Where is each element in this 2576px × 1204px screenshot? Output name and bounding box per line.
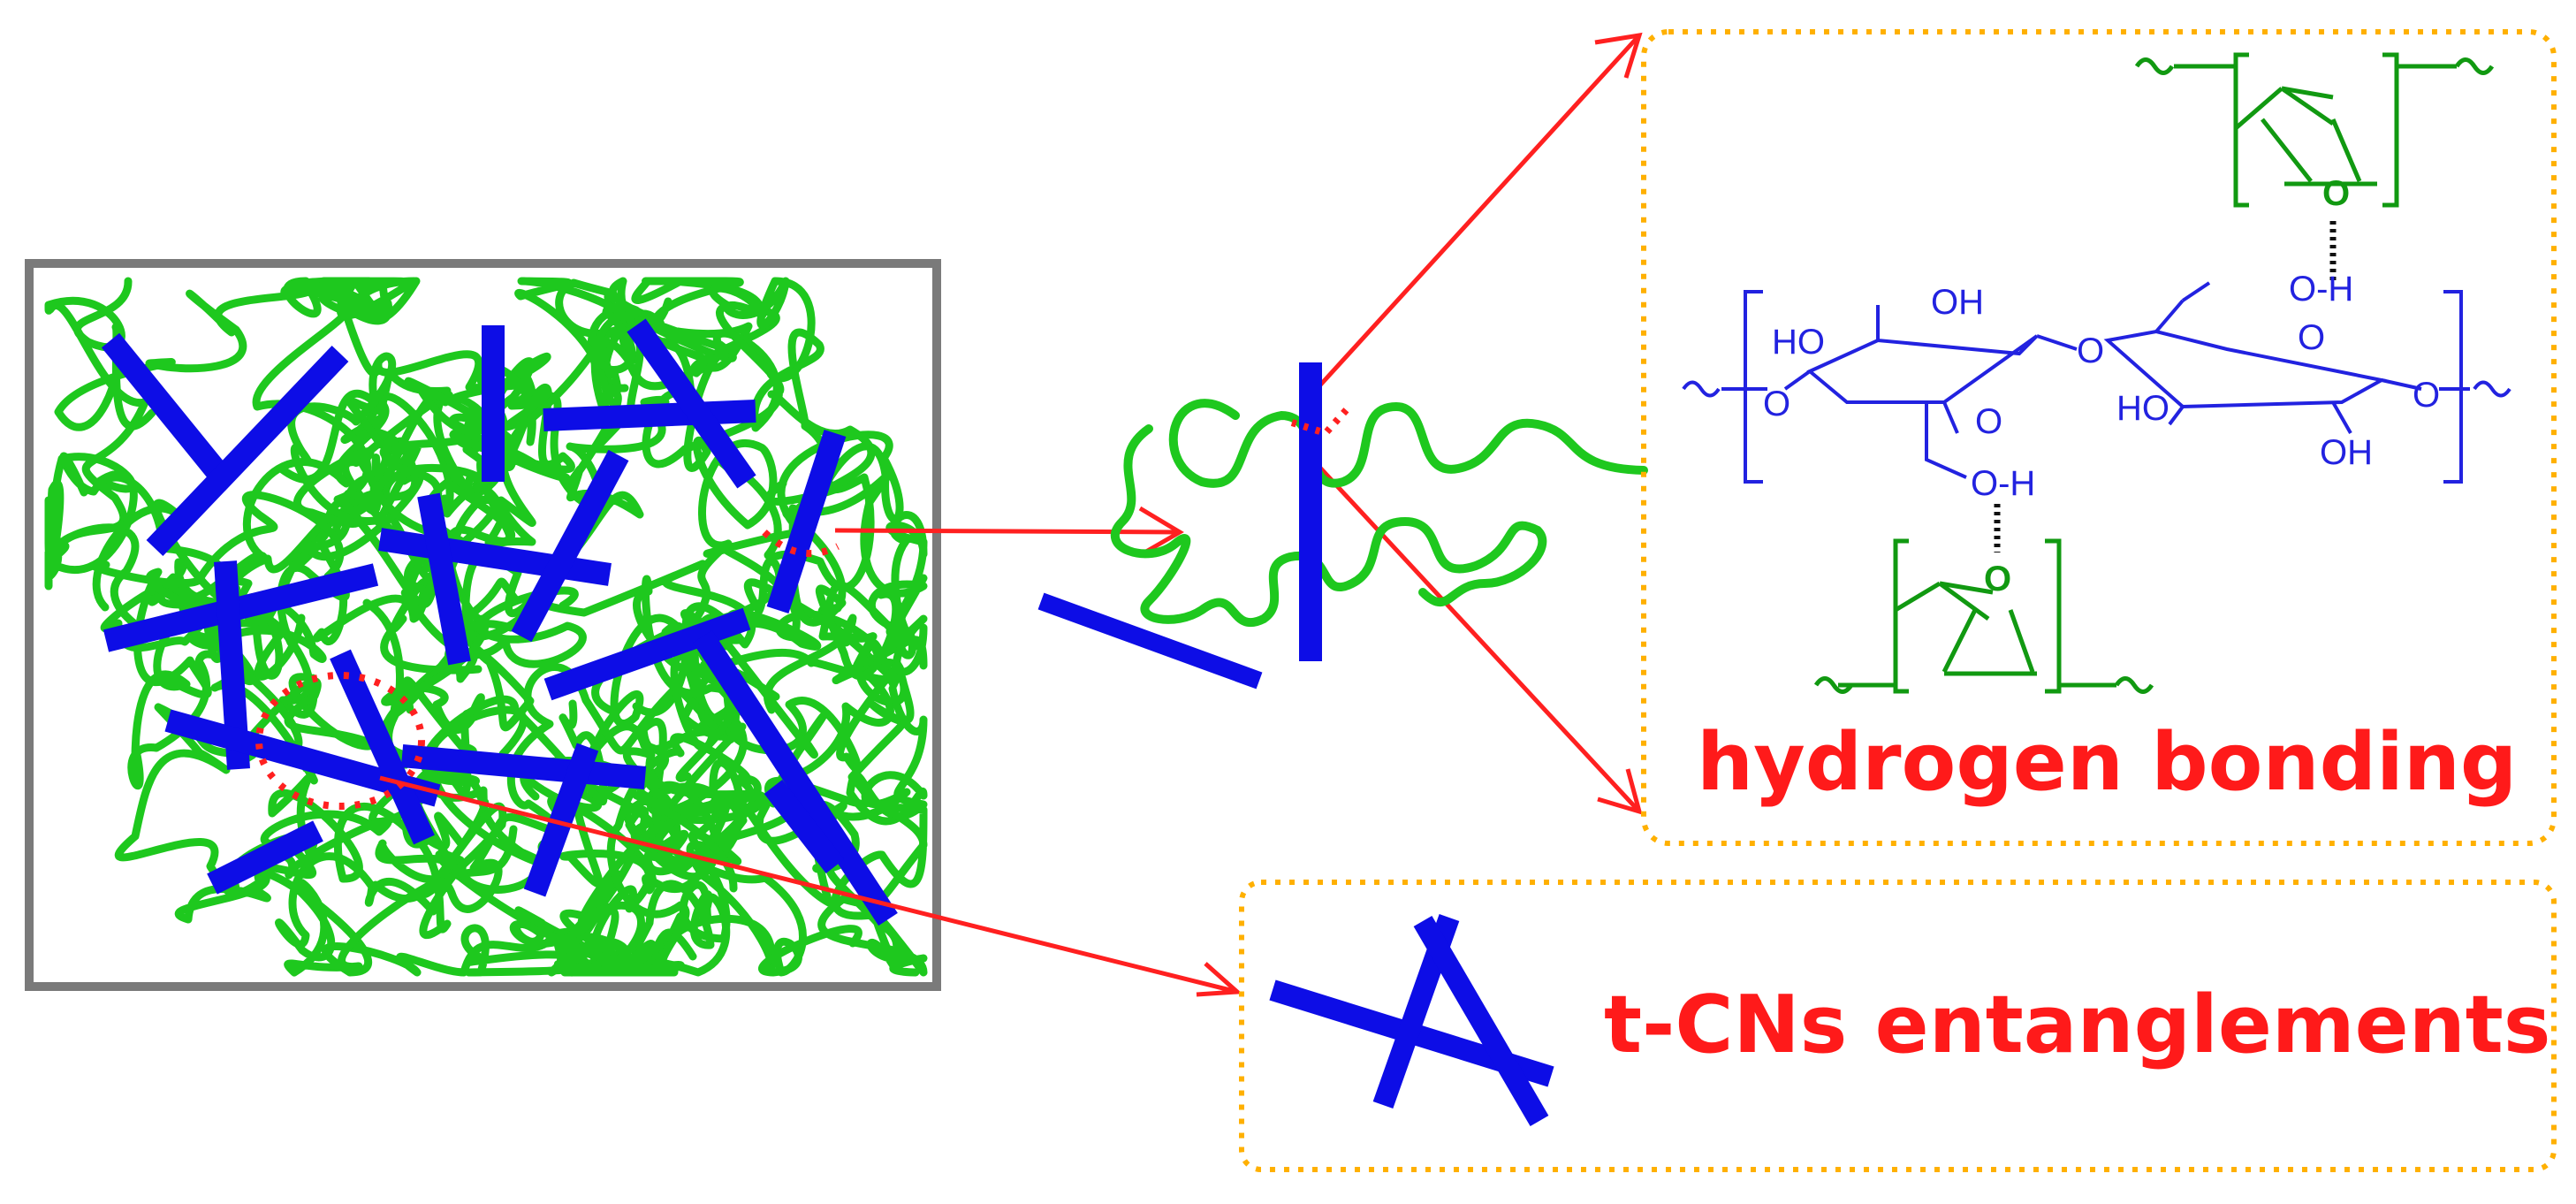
atom-o-ring-left: O <box>1975 402 2002 441</box>
junction-detail <box>1037 362 1648 690</box>
polymer-chain <box>375 825 776 977</box>
hydrogen-bonding-box: O OH HO O O <box>1641 29 2557 846</box>
composite-frame <box>25 259 941 991</box>
polymer-network <box>44 277 928 977</box>
atom-oh-bottom: OH <box>2320 433 2373 472</box>
cnt-rod <box>330 649 435 845</box>
cnt-rod <box>511 449 629 643</box>
atom-oh-lower-h: O-H <box>1971 464 2035 503</box>
arrow-down-to-hbond-box <box>1315 462 1643 815</box>
cellulose-bracket-left <box>1744 290 1763 484</box>
cellulose-atom-labels: OH HO O O O O O HO OH O-H O-H <box>1763 270 2440 503</box>
arrow-up-to-hbond-box <box>1315 32 1643 391</box>
epoxy-unit-bottom <box>1813 504 2154 694</box>
arrow-to-junction <box>834 506 1184 558</box>
polymer-chain <box>252 277 485 609</box>
junction-polymer-chain <box>1111 399 1648 628</box>
polymer-chain <box>175 773 555 940</box>
cnt-rod <box>627 318 756 489</box>
entanglement-highlight <box>255 672 425 810</box>
wave-left <box>1682 380 1721 398</box>
polymer-chain <box>380 613 689 867</box>
entanglements-label: t-CNs entanglements <box>1604 979 2550 1071</box>
arrow-to-entanglement-box <box>379 775 1243 997</box>
entanglement-box: t-CNs entanglements <box>1239 880 2557 1172</box>
polymer-chain <box>460 575 739 977</box>
atom-ho-left: HO <box>1772 323 1825 362</box>
atom-ho-bottom: HO <box>2116 389 2169 428</box>
cellulose-chain <box>1682 281 2511 484</box>
cnt-rod <box>103 563 379 652</box>
cellulose-bracket-right <box>2443 290 2463 484</box>
cnt-rod <box>400 744 647 789</box>
atom-oh-top: OH <box>1931 283 1984 322</box>
cnt-rods <box>101 318 898 926</box>
polymer-chain <box>513 733 751 977</box>
polymer-chain <box>547 509 915 895</box>
polymer-chain <box>44 277 157 638</box>
atom-o-ring-right: O <box>2298 318 2325 357</box>
cnt-rod <box>764 780 845 873</box>
entanglement-icon <box>1269 913 1554 1127</box>
polymer-chain <box>623 747 928 977</box>
cnt-rod <box>417 492 471 666</box>
cnt-rod <box>146 346 349 556</box>
cnt-rod <box>543 607 751 701</box>
arrows <box>379 32 1643 997</box>
wave-right <box>2473 380 2511 398</box>
atom-oh-upper-h: O-H <box>2289 270 2353 309</box>
cnt-rod <box>101 332 235 490</box>
atom-o-right-end: O <box>2413 376 2440 415</box>
cnt-rod <box>207 820 323 895</box>
polymer-chain <box>507 609 928 857</box>
epoxy-o-bottom: O <box>1984 560 2011 598</box>
composite-panel <box>25 259 941 991</box>
entanglement-box-border <box>1239 880 2557 1172</box>
cnt-rod <box>693 629 898 926</box>
cnt-rod <box>766 429 847 614</box>
hydrogen-bonding-label: hydrogen bonding <box>1697 716 2517 809</box>
cnt-rod <box>378 528 612 586</box>
polymer-chain <box>520 756 862 977</box>
polymer-chain <box>90 434 587 668</box>
junction-cnt-diagonal <box>1037 592 1263 690</box>
ring-left <box>1806 334 2039 404</box>
atom-o-bridge: O <box>2077 331 2104 370</box>
epoxy-unit-top <box>2134 52 2495 283</box>
cnt-rod <box>543 400 756 431</box>
atom-o-left-end: O <box>1763 385 1790 423</box>
epoxy-o-top: O <box>2322 174 2350 213</box>
cnt-rod <box>523 743 599 897</box>
